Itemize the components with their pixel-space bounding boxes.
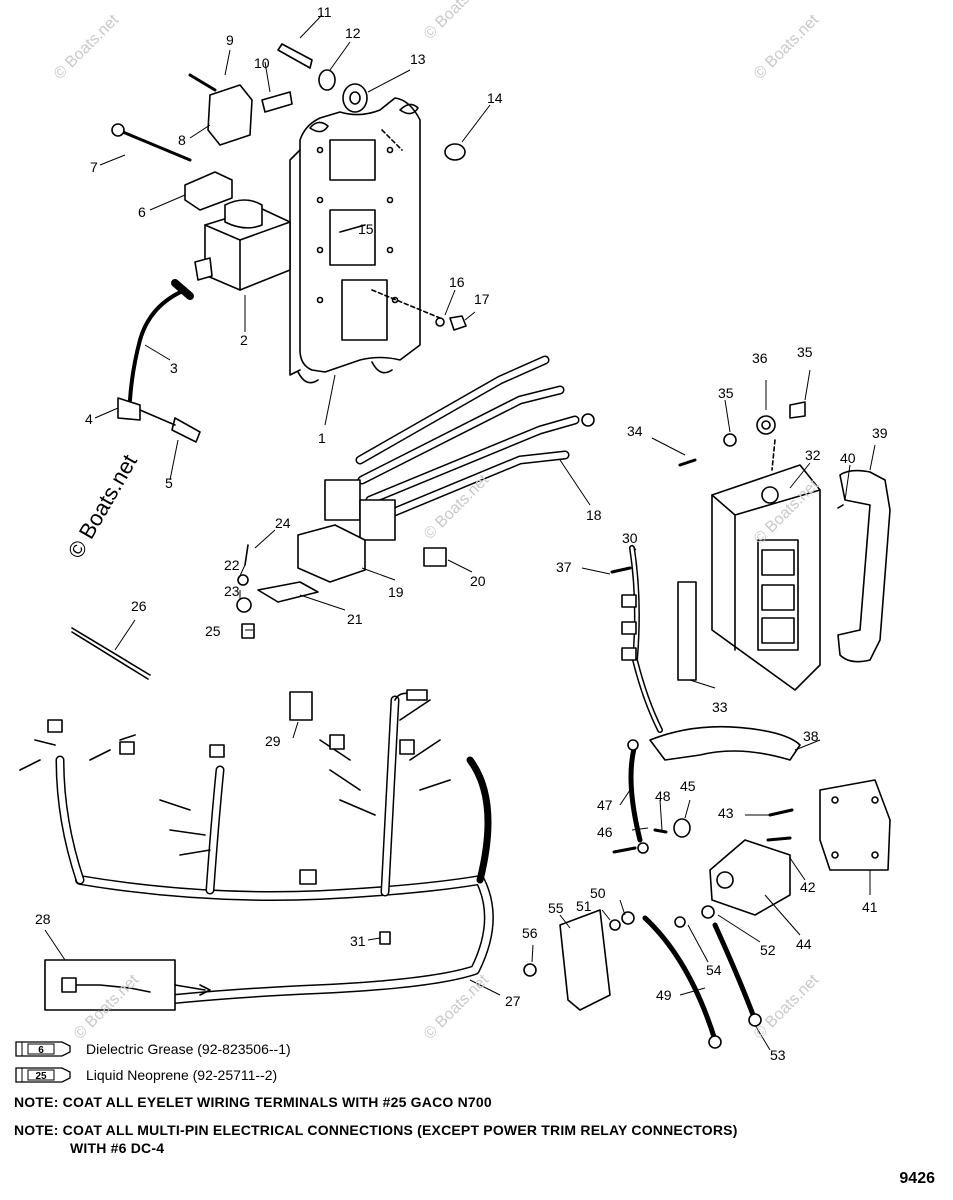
callout-39: 39 xyxy=(872,425,888,441)
engine-wiring-harness-part xyxy=(19,689,494,1010)
watermark: © Boats.net xyxy=(751,971,823,1043)
note-multipin-continued: WITH #6 DC-4 xyxy=(70,1140,165,1156)
wiring-harness-18-part xyxy=(324,355,595,541)
callout-19: 19 xyxy=(388,584,404,600)
mounting-plate-part xyxy=(289,97,441,384)
callout-20: 20 xyxy=(470,573,486,589)
callout-24: 24 xyxy=(275,515,291,531)
callout-48: 48 xyxy=(655,788,671,804)
callout-42: 42 xyxy=(800,879,816,895)
callout-34: 34 xyxy=(627,423,643,439)
callout-52: 52 xyxy=(760,942,776,958)
ecm-bracket-part xyxy=(837,469,891,663)
callout-26: 26 xyxy=(131,598,147,614)
ignition-coil-part xyxy=(194,199,291,291)
watermark: © Boats.net xyxy=(51,11,123,83)
callout-6: 6 xyxy=(138,204,146,220)
callout-22: 22 xyxy=(224,557,240,573)
callout-55: 55 xyxy=(548,900,564,916)
solenoid-assembly-parts xyxy=(523,739,891,1049)
callout-7: 7 xyxy=(90,159,98,175)
callout-28: 28 xyxy=(35,911,51,927)
callout-23: 23 xyxy=(224,583,240,599)
callout-44: 44 xyxy=(796,936,812,952)
watermark: © Boats.net xyxy=(751,11,823,83)
callout-35a: 35 xyxy=(718,385,734,401)
callout-11: 11 xyxy=(317,4,332,20)
callout-2: 2 xyxy=(240,332,248,348)
high-tension-lead-part xyxy=(117,279,201,443)
callout-10: 10 xyxy=(254,55,270,71)
grease-tube-icon: 6 xyxy=(15,1041,71,1057)
callout-32: 32 xyxy=(805,447,821,463)
callout-33: 33 xyxy=(712,699,728,715)
callout-40: 40 xyxy=(840,450,856,466)
callout-15: 15 xyxy=(358,221,374,237)
callout-labels: 1 2 3 4 5 6 7 8 9 10 11 12 13 14 15 16 1… xyxy=(35,4,888,1063)
leader-lines xyxy=(44,14,876,1051)
callout-56: 56 xyxy=(522,925,538,941)
ecm-module-part xyxy=(678,401,821,691)
callout-47: 47 xyxy=(597,797,613,813)
callout-25: 25 xyxy=(205,623,221,639)
callout-8: 8 xyxy=(178,132,186,148)
callout-27: 27 xyxy=(505,993,521,1009)
note-multipin: NOTE: COAT ALL MULTI-PIN ELECTRICAL CONN… xyxy=(14,1122,738,1138)
callout-46: 46 xyxy=(597,824,613,840)
figure-id: 9426 xyxy=(899,1170,935,1187)
callout-5: 5 xyxy=(165,475,173,491)
watermark: © Boats.net xyxy=(421,0,493,43)
neoprene-tube-icon: 25 xyxy=(15,1067,71,1083)
svg-text:6: 6 xyxy=(38,1045,44,1056)
legend-row-neoprene: 25 Liquid Neoprene (92-25711--2) xyxy=(14,1064,277,1086)
callout-45: 45 xyxy=(680,778,696,794)
bracket-hardware-parts xyxy=(111,43,466,211)
legend-text-grease: Dielectric Grease (92-823506--1) xyxy=(86,1041,291,1057)
callout-30: 30 xyxy=(622,530,638,546)
svg-text:25: 25 xyxy=(35,1071,47,1082)
legend-row-grease: 6 Dielectric Grease (92-823506--1) xyxy=(14,1038,291,1060)
relay-assembly-parts xyxy=(236,524,447,639)
callout-12: 12 xyxy=(345,25,361,41)
callout-38: 38 xyxy=(803,728,819,744)
fuse-part xyxy=(289,691,313,721)
callout-9: 9 xyxy=(226,32,234,48)
callout-36: 36 xyxy=(752,350,768,366)
watermark: © Boats.net xyxy=(63,450,142,562)
callout-29: 29 xyxy=(265,733,281,749)
callout-14: 14 xyxy=(487,90,503,106)
callout-13: 13 xyxy=(410,51,426,67)
callout-53: 53 xyxy=(770,1047,786,1063)
callout-54: 54 xyxy=(706,962,722,978)
callout-50: 50 xyxy=(590,885,606,901)
callout-21: 21 xyxy=(347,611,363,627)
callout-37: 37 xyxy=(556,559,572,575)
note-eyelet: NOTE: COAT ALL EYELET WIRING TERMINALS W… xyxy=(14,1094,492,1110)
screw-washer-nut-parts xyxy=(339,224,467,331)
callout-3: 3 xyxy=(170,360,178,376)
callout-16: 16 xyxy=(449,274,465,290)
grommet-strip-part xyxy=(677,581,697,681)
callout-51: 51 xyxy=(576,898,592,914)
legend-text-neoprene: Liquid Neoprene (92-25711--2) xyxy=(86,1067,278,1083)
callout-41: 41 xyxy=(862,899,878,915)
callout-18: 18 xyxy=(586,507,602,523)
ground-strap-part xyxy=(610,545,801,761)
callout-1: 1 xyxy=(318,430,326,446)
callout-31: 31 xyxy=(350,933,366,949)
callout-49: 49 xyxy=(656,987,672,1003)
callout-35b: 35 xyxy=(797,344,813,360)
callout-17: 17 xyxy=(474,291,490,307)
screw-31-part xyxy=(379,931,391,945)
cable-tie-part xyxy=(71,627,151,680)
harness-inset-detail xyxy=(44,959,211,1011)
callout-43: 43 xyxy=(718,805,734,821)
callout-4: 4 xyxy=(85,411,93,427)
